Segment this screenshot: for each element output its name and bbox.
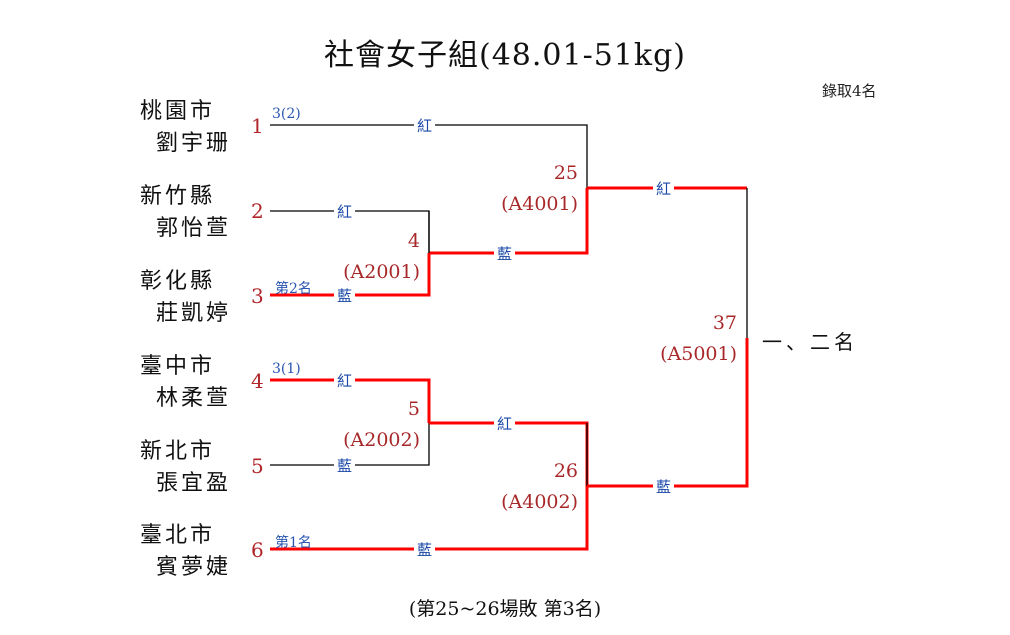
team-2: 新竹縣 郭怡萱 <box>140 181 231 245</box>
team-6: 臺北市 賓夢婕 <box>140 520 231 584</box>
line-team1 <box>270 124 588 188</box>
match-number: 37 <box>712 312 737 334</box>
team-5: 新北市 張宜盈 <box>140 436 231 500</box>
page-title: 社會女子組(48.01-51kg) <box>324 38 686 73</box>
seed-3: 3 <box>251 284 264 308</box>
corner-blue-label: 藍 <box>414 539 436 560</box>
corner-blue-label: 藍 <box>653 476 675 497</box>
team-note: 3(1) <box>272 361 301 377</box>
corner-red-label: 紅 <box>334 201 356 222</box>
team-name: 林柔萱 <box>156 386 232 411</box>
seed-2: 2 <box>251 199 264 223</box>
corner-blue-label: 藍 <box>494 243 516 264</box>
line-team5 <box>270 423 430 466</box>
match-code: (A4002) <box>501 491 578 513</box>
line-team6-win <box>270 486 589 551</box>
line-team4-win <box>270 378 431 423</box>
team-3: 彰化縣 莊凱婷 <box>140 266 231 330</box>
team-1: 桃園市 劉宇珊 <box>140 96 231 160</box>
team-note: 3(2) <box>272 106 301 122</box>
corner-red-label: 紅 <box>414 115 436 136</box>
match-number: 5 <box>407 398 420 420</box>
seed-5: 5 <box>251 454 264 478</box>
corner-red-label: 紅 <box>653 178 675 199</box>
team-name: 莊凱婷 <box>156 301 232 326</box>
team-city: 新北市 <box>140 439 216 464</box>
corner-blue-label: 藍 <box>334 455 356 476</box>
team-4: 臺中市 林柔萱 <box>140 351 231 415</box>
seed-1: 1 <box>251 114 264 138</box>
team-city: 臺北市 <box>140 523 216 548</box>
team-city: 桃園市 <box>140 99 216 124</box>
team-name: 郭怡萱 <box>156 216 232 241</box>
quota-label: 錄取4名 <box>822 82 877 100</box>
final-rank-label: 一、二名 <box>762 330 858 354</box>
match-code: (A2002) <box>343 429 420 451</box>
match-37: 37 (A5001) <box>647 308 737 370</box>
team-note: 第1名 <box>275 535 312 551</box>
match-25: 25 (A4001) <box>488 158 578 220</box>
match-number: 26 <box>553 460 578 482</box>
team-name: 張宜盈 <box>156 471 232 496</box>
seed-6: 6 <box>251 538 264 562</box>
team-name: 賓夢婕 <box>156 555 232 580</box>
match-code: (A4001) <box>501 193 578 215</box>
team-note: 第2名 <box>275 281 312 297</box>
match-26: 26 (A4002) <box>488 456 578 518</box>
corner-red-label: 紅 <box>494 413 516 434</box>
line-team3-win <box>270 253 431 297</box>
match-5: 5 (A2002) <box>330 394 420 456</box>
footer-note: (第25~26場敗 第3名) <box>408 598 602 620</box>
corner-red-label: 紅 <box>334 370 356 391</box>
match-number: 25 <box>553 162 578 184</box>
team-city: 彰化縣 <box>140 269 216 294</box>
line-match26-out <box>587 338 749 488</box>
team-name: 劉宇珊 <box>156 131 232 156</box>
seed-4: 4 <box>251 369 264 393</box>
match-4: 4 (A2001) <box>330 226 420 288</box>
team-city: 臺中市 <box>140 354 216 379</box>
match-code: (A5001) <box>660 343 737 365</box>
match-number: 4 <box>407 230 420 252</box>
corner-blue-label: 藍 <box>334 285 356 306</box>
team-city: 新竹縣 <box>140 184 216 209</box>
match-code: (A2001) <box>343 261 420 283</box>
